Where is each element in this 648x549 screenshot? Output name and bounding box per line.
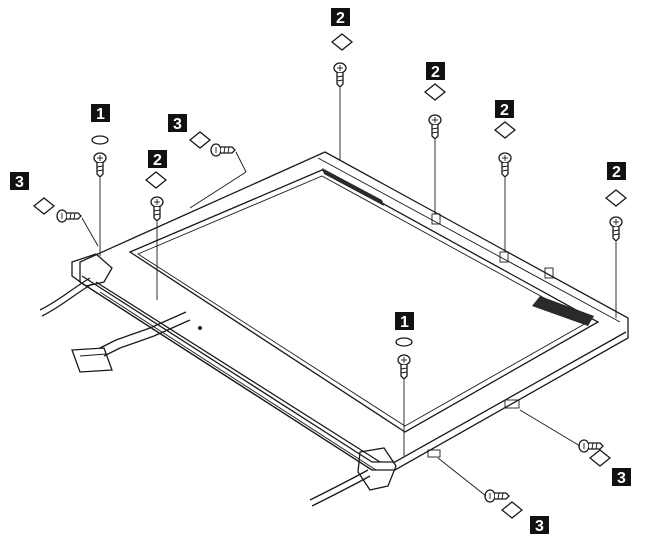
leader-3-upper bbox=[235, 151, 247, 173]
svg-text:3: 3 bbox=[173, 116, 182, 133]
vent-top bbox=[322, 168, 384, 206]
callout-2-upper-mid: 2 bbox=[426, 62, 445, 81]
right-hinge bbox=[357, 447, 397, 491]
svg-text:2: 2 bbox=[612, 164, 621, 181]
svg-text:2: 2 bbox=[431, 64, 440, 81]
svg-text:3: 3 bbox=[617, 470, 626, 487]
vent-right bbox=[532, 296, 594, 326]
lcd-flex-cable bbox=[71, 311, 191, 373]
callout-2-left: 2 bbox=[148, 150, 167, 169]
callout-3-left: 3 bbox=[10, 172, 29, 191]
svg-text:1: 1 bbox=[96, 106, 105, 123]
callout-2-mid-right: 2 bbox=[495, 100, 514, 119]
callout-2-top: 2 bbox=[331, 8, 350, 27]
callout-1-left: 1 bbox=[91, 104, 110, 123]
callout-1-bottom: 1 bbox=[395, 312, 414, 331]
screw-1-left bbox=[93, 152, 107, 178]
screw-3-left bbox=[56, 209, 82, 223]
callout-3-upper: 3 bbox=[168, 114, 187, 133]
leader-3-right bbox=[519, 409, 581, 447]
svg-text:3: 3 bbox=[535, 518, 544, 535]
leader-3-upper-b bbox=[189, 171, 247, 209]
rubber-cap-2-mid-right bbox=[493, 121, 517, 139]
rubber-cap-2-left bbox=[144, 171, 168, 189]
svg-text:2: 2 bbox=[500, 102, 509, 119]
screw-3-right bbox=[578, 439, 604, 453]
antenna-cables bbox=[39, 277, 371, 507]
callout-3-right: 3 bbox=[612, 468, 631, 487]
screw-3-bottom bbox=[484, 489, 510, 503]
screw-2-right bbox=[609, 216, 623, 242]
screw-3-upper bbox=[210, 143, 236, 157]
rubber-cap-3-left bbox=[32, 197, 56, 215]
screw-1-bottom bbox=[397, 354, 411, 380]
screen-opening bbox=[128, 169, 600, 433]
svg-text:2: 2 bbox=[153, 152, 162, 169]
rubber-cap-3-upper bbox=[188, 131, 212, 149]
rubber-cap-3-right bbox=[588, 449, 612, 467]
callout-2-right: 2 bbox=[607, 162, 626, 181]
screw-2-top bbox=[333, 62, 347, 88]
svg-text:1: 1 bbox=[400, 314, 409, 331]
rubber-cap-2-top bbox=[330, 33, 354, 51]
screw-2-left bbox=[150, 196, 164, 222]
rubber-cap-3-bottom bbox=[500, 501, 524, 519]
svg-text:2: 2 bbox=[336, 10, 345, 27]
screws bbox=[32, 33, 628, 519]
leader-3-bottom bbox=[437, 457, 487, 497]
rubber-cap-2-upper-mid bbox=[423, 83, 447, 101]
ring-1-left bbox=[91, 135, 109, 145]
ring-1-bottom bbox=[395, 337, 413, 347]
screw-2-upper-mid bbox=[428, 114, 442, 140]
svg-text:3: 3 bbox=[15, 174, 24, 191]
left-hinge bbox=[71, 253, 113, 287]
lcd-bezel bbox=[71, 151, 629, 491]
leader-3-left bbox=[81, 217, 99, 247]
rubber-cap-2-right bbox=[604, 189, 628, 207]
callout-3-bottom: 3 bbox=[530, 516, 549, 535]
screw-2-mid-right bbox=[498, 152, 512, 178]
